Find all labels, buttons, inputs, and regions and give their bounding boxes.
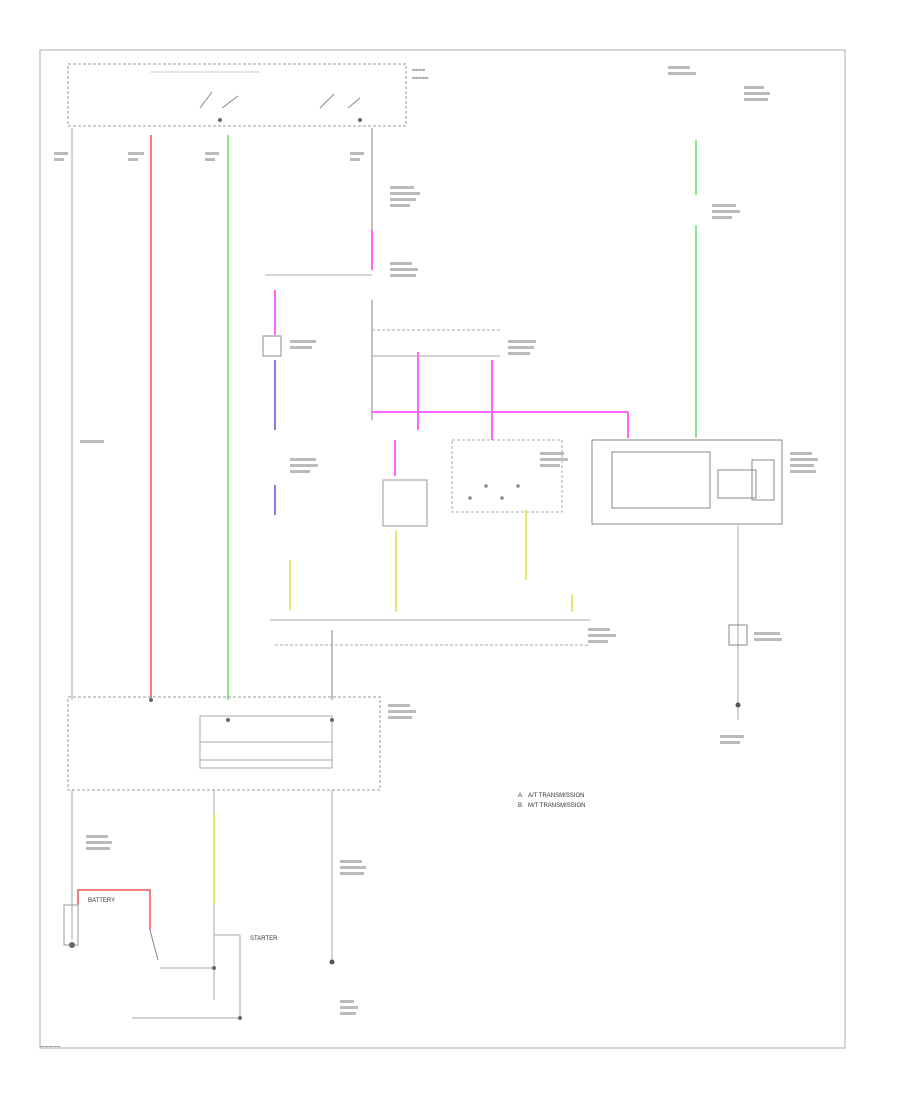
svg-text:≈≈≈≈≈: ≈≈≈≈≈: [412, 76, 429, 82]
ignition-switch-box: ≈≈≈≈ ≈≈≈≈≈: [67, 63, 429, 127]
legend-item-mt: M/T TRANSMISSION: [528, 803, 585, 809]
page-frame: [39, 49, 846, 1049]
legend: A A/T TRANSMISSION B M/T TRANSMISSION: [518, 793, 585, 809]
starter-label: STARTER: [250, 936, 278, 942]
illegible-connector-marks: [54, 66, 818, 1015]
legend-item-at: A/T TRANSMISSION: [528, 793, 584, 799]
park-neutral-switch-box: [451, 439, 563, 513]
svg-text:B: B: [518, 803, 522, 809]
figure-id: ~~~~~: [40, 1044, 61, 1051]
svg-text:≈≈≈≈: ≈≈≈≈: [412, 68, 426, 74]
wire-red-battery: [77, 889, 151, 930]
relay-small: [262, 335, 282, 357]
starter-relay-box: [67, 696, 381, 791]
fuse-right: [728, 624, 748, 646]
ecu-box: [382, 479, 428, 527]
clutch-start-relay-box: [591, 439, 783, 525]
battery-symbol: [63, 904, 79, 948]
svg-text:A: A: [518, 793, 522, 799]
battery-label: BATTERY: [88, 898, 115, 904]
